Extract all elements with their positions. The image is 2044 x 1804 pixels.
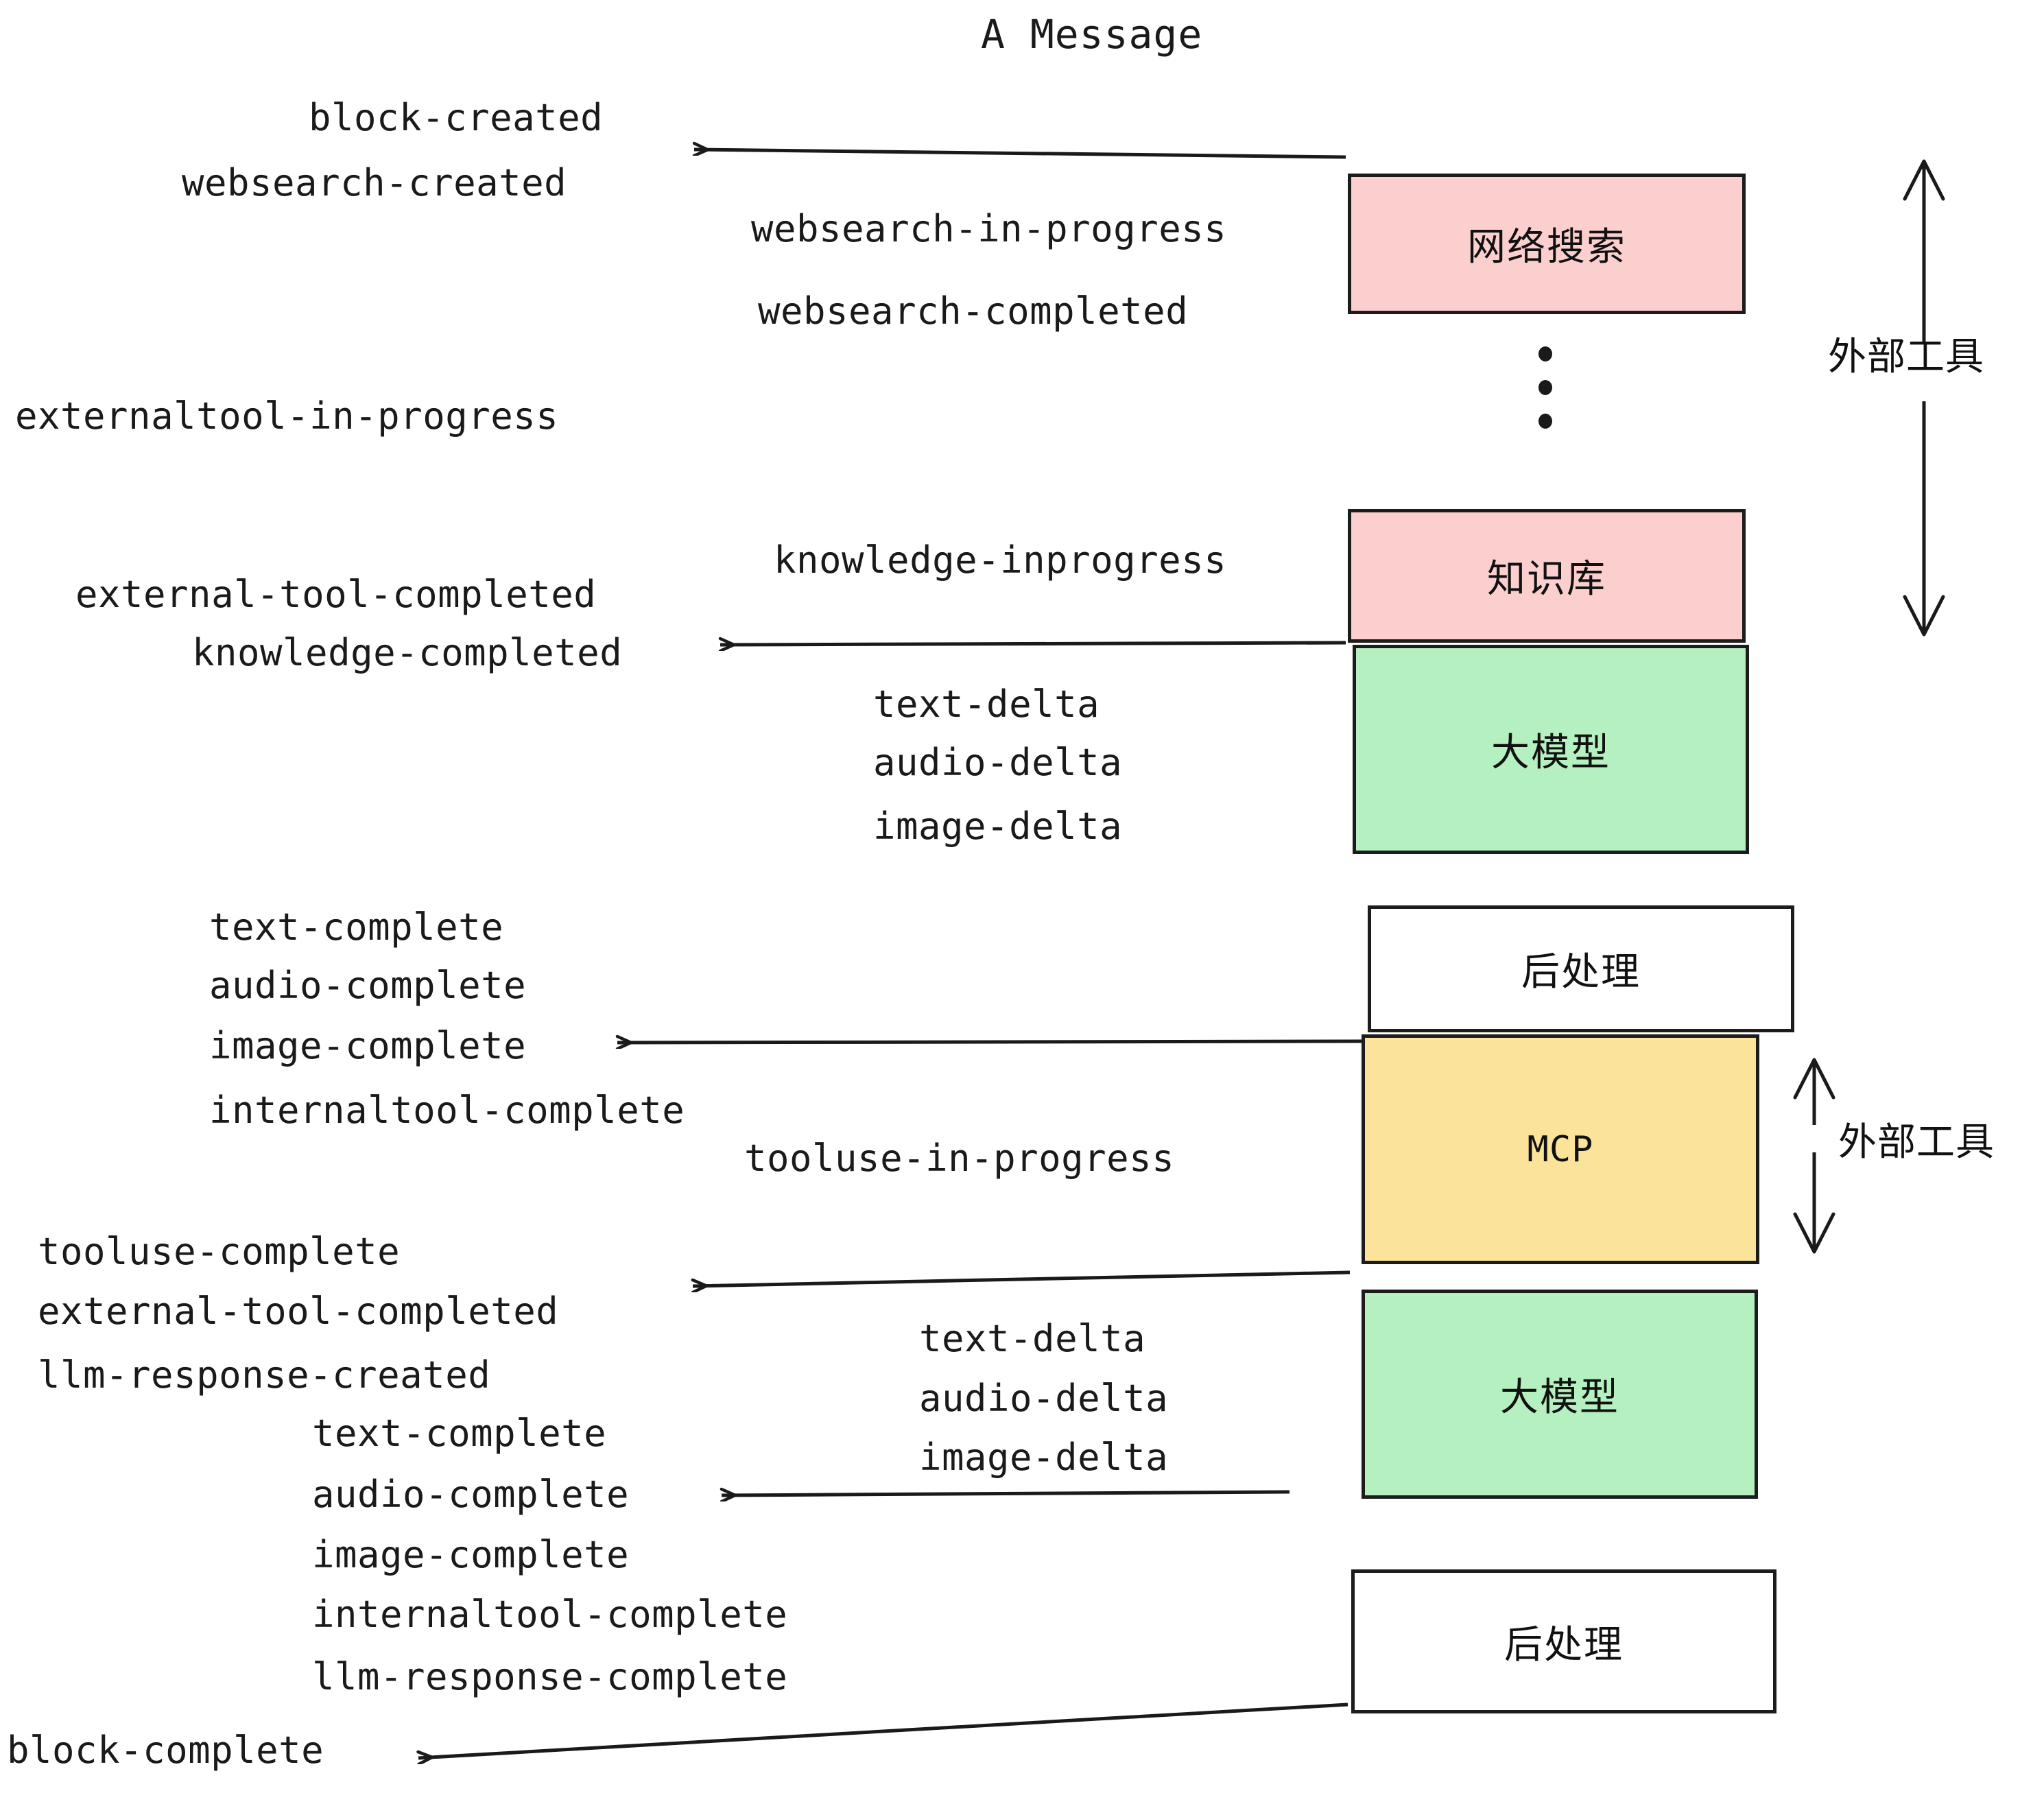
ext-arrow-up-top-head <box>1903 159 1945 201</box>
event-label-image-complete-1: image-complete <box>209 1024 527 1067</box>
arrow-knowledge-to-left <box>720 643 1346 645</box>
event-label-tooluse-complete: tooluse-complete <box>38 1230 401 1273</box>
ext-arrow-up-mcp-head <box>1793 1058 1835 1100</box>
node-label: MCP <box>1527 1128 1594 1170</box>
arrow-post2-to-block <box>418 1702 1348 1758</box>
node-label: 大模型 <box>1500 1375 1619 1420</box>
event-label-externaltool-in-progress: externaltool-in-progress <box>15 394 559 438</box>
ellipsis-dot <box>1538 380 1552 395</box>
event-label-knowledge-completed: knowledge-completed <box>192 631 623 674</box>
event-label-tooluse-in-progress: tooluse-in-progress <box>744 1137 1175 1180</box>
ext-arrow-down-top-head <box>1903 595 1945 637</box>
event-label-internaltool-complete-1: internaltool-complete <box>209 1089 685 1132</box>
event-label-websearch-created: websearch-created <box>182 161 567 204</box>
event-label-image-delta-1: image-delta <box>873 805 1123 848</box>
event-label-external-tool-completed-1: external-tool-completed <box>75 573 597 616</box>
event-label-websearch-completed: websearch-completed <box>758 289 1189 333</box>
node-websearch: 网络搜索 <box>1348 174 1746 314</box>
page-title: A Message <box>981 11 1203 58</box>
event-label-audio-delta-2: audio-delta <box>919 1377 1169 1420</box>
ext-arrow-down-mcp-head <box>1793 1212 1835 1254</box>
node-label: 后处理 <box>1504 1622 1624 1667</box>
external-tool-label-ext-bottom: 外部工具 <box>1838 1120 1995 1165</box>
ellipsis-dots <box>1538 346 1553 429</box>
vertical-arrows <box>1793 159 1945 1254</box>
event-label-internaltool-complete-2: internaltool-complete <box>312 1593 788 1636</box>
node-llm-1: 大模型 <box>1353 645 1749 854</box>
ellipsis-dot <box>1538 414 1552 429</box>
event-label-image-complete-2: image-complete <box>312 1533 630 1576</box>
arrow-mcp-to-left <box>693 1270 1351 1286</box>
node-label: 知识库 <box>1487 557 1606 602</box>
event-label-llm-response-created: llm-response-created <box>38 1353 491 1397</box>
node-knowledge: 知识库 <box>1348 509 1746 643</box>
arrow-llm2-to-left <box>722 1492 1290 1495</box>
event-label-text-delta-1: text-delta <box>873 683 1100 726</box>
event-label-image-delta-2: image-delta <box>919 1436 1169 1479</box>
node-postprocess-1: 后处理 <box>1368 905 1794 1032</box>
event-label-audio-delta-1: audio-delta <box>873 741 1123 784</box>
arrow-llm1-to-left <box>617 1041 1366 1043</box>
event-label-knowledge-inprogress: knowledge-inprogress <box>774 538 1227 582</box>
node-mcp: MCP <box>1362 1034 1759 1264</box>
event-label-llm-response-complete: llm-response-complete <box>312 1655 788 1698</box>
horizontal-arrows <box>418 150 1366 1758</box>
ellipsis-dot <box>1538 346 1552 361</box>
node-label: 网络搜索 <box>1467 225 1626 270</box>
event-label-websearch-in-progress: websearch-in-progress <box>751 207 1227 250</box>
event-label-block-complete: block-complete <box>7 1729 324 1772</box>
event-label-audio-complete-2: audio-complete <box>312 1473 630 1516</box>
node-label: 后处理 <box>1521 950 1641 995</box>
event-label-external-tool-completed-2: external-tool-completed <box>38 1290 559 1333</box>
node-label: 大模型 <box>1491 731 1611 775</box>
node-llm-2: 大模型 <box>1362 1290 1758 1499</box>
event-label-text-complete-2: text-complete <box>312 1412 607 1455</box>
event-label-text-delta-2: text-delta <box>919 1317 1146 1360</box>
event-label-text-complete-1: text-complete <box>209 905 504 949</box>
event-label-audio-complete-1: audio-complete <box>209 964 527 1007</box>
node-postprocess-2: 后处理 <box>1351 1569 1776 1713</box>
event-label-block-created: block-created <box>309 96 604 139</box>
external-tool-label-ext-top: 外部工具 <box>1828 335 1984 379</box>
arrow-websearch-to-block <box>694 150 1346 159</box>
